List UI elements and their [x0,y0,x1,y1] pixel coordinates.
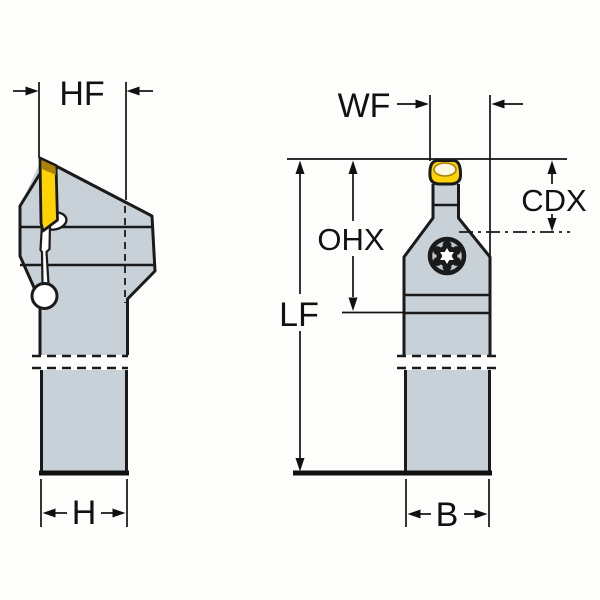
side-body-outline-left [18,171,43,355]
lf-dimension: LF [279,160,320,472]
hf-dimension: HF [13,75,153,200]
side-insert-tip-shade [41,160,56,175]
ohx-arrowhead-down [348,297,358,311]
wf-dimension: WF [338,87,523,258]
hf-arrowhead-right [126,86,140,96]
torx-star [440,248,454,264]
front-body-outline-right [457,184,492,355]
side-insert-body [38,156,59,233]
hf-label: HF [59,75,104,113]
h-arrowhead-right [112,508,126,518]
side-view: HF [13,75,157,532]
clamp-ball-end [30,282,59,310]
b-arrowhead-right [474,509,488,519]
h-label: H [72,494,97,532]
b-label: B [436,496,459,534]
side-shank [32,354,129,476]
lf-label-backdrop [279,296,320,329]
b-dimension: B [405,479,490,534]
front-body-outline-left [402,184,435,355]
side-lower-shank-sides [40,370,128,471]
front-shank [293,354,496,476]
wf-arrowhead-left [415,99,429,109]
torx-screw [427,236,467,276]
hf-arrowhead-left [25,86,39,96]
h-dimension: H [40,479,128,532]
side-lower-shank-fill [41,370,127,472]
h-arrowhead-left [42,508,56,518]
ohx-arrowhead-up [348,160,358,174]
front-insert-face [433,162,457,177]
side-insert [38,156,59,233]
lf-arrowhead-up [295,160,305,174]
cdx-arrowhead-down [547,218,557,232]
front-lower-shank-fill [406,370,489,472]
cdx-dimension: CDX [459,160,587,233]
b-arrowhead-left [407,509,421,519]
ohx-label-backdrop [310,223,394,254]
lf-label: LF [279,296,319,334]
cdx-label: CDX [521,183,587,218]
front-insert [428,159,463,186]
cdx-arrowhead-up [547,160,557,174]
lf-arrowhead-down [295,458,305,472]
wf-label: WF [338,87,391,125]
ohx-dimension: OHX [310,160,405,314]
ohx-label: OHX [317,222,385,257]
wf-arrowhead-right [491,99,505,109]
front-lower-shank-sides [404,370,491,471]
front-view: WF [279,87,587,534]
